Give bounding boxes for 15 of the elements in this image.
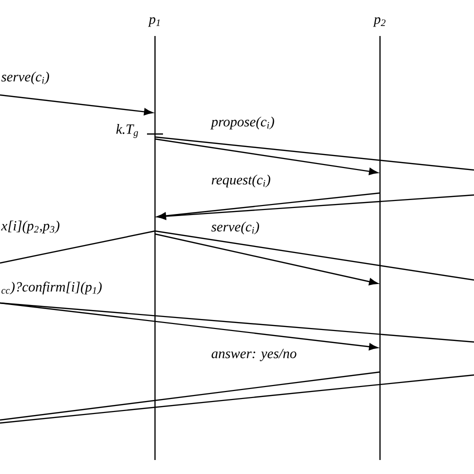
message-label: $_{cc}$)?confirm[i](p$_{1}$) [0,280,104,296]
message-arrow [154,233,378,286]
message-label: x[i](p$_{2}$,p$_{3}$) [0,220,61,234]
lifeline: p$_{2}$ [373,17,386,460]
time-label: k.T$_{g}$ [116,124,138,138]
message-label: serve(c$_{i}$) [210,220,260,236]
message-label: propose(c$_{i}$) [210,116,276,130]
message-label: answer: yes/no [210,348,298,362]
message-arrow [0,302,378,350]
lifeline: p$_{1}$ [148,17,160,460]
message-arrow [154,138,378,175]
message-arrow [0,94,154,116]
message-arrow [156,194,474,220]
message-label: serve(c$_{i}$) [0,70,50,86]
message-label: request(c$_{i}$) [210,174,272,188]
